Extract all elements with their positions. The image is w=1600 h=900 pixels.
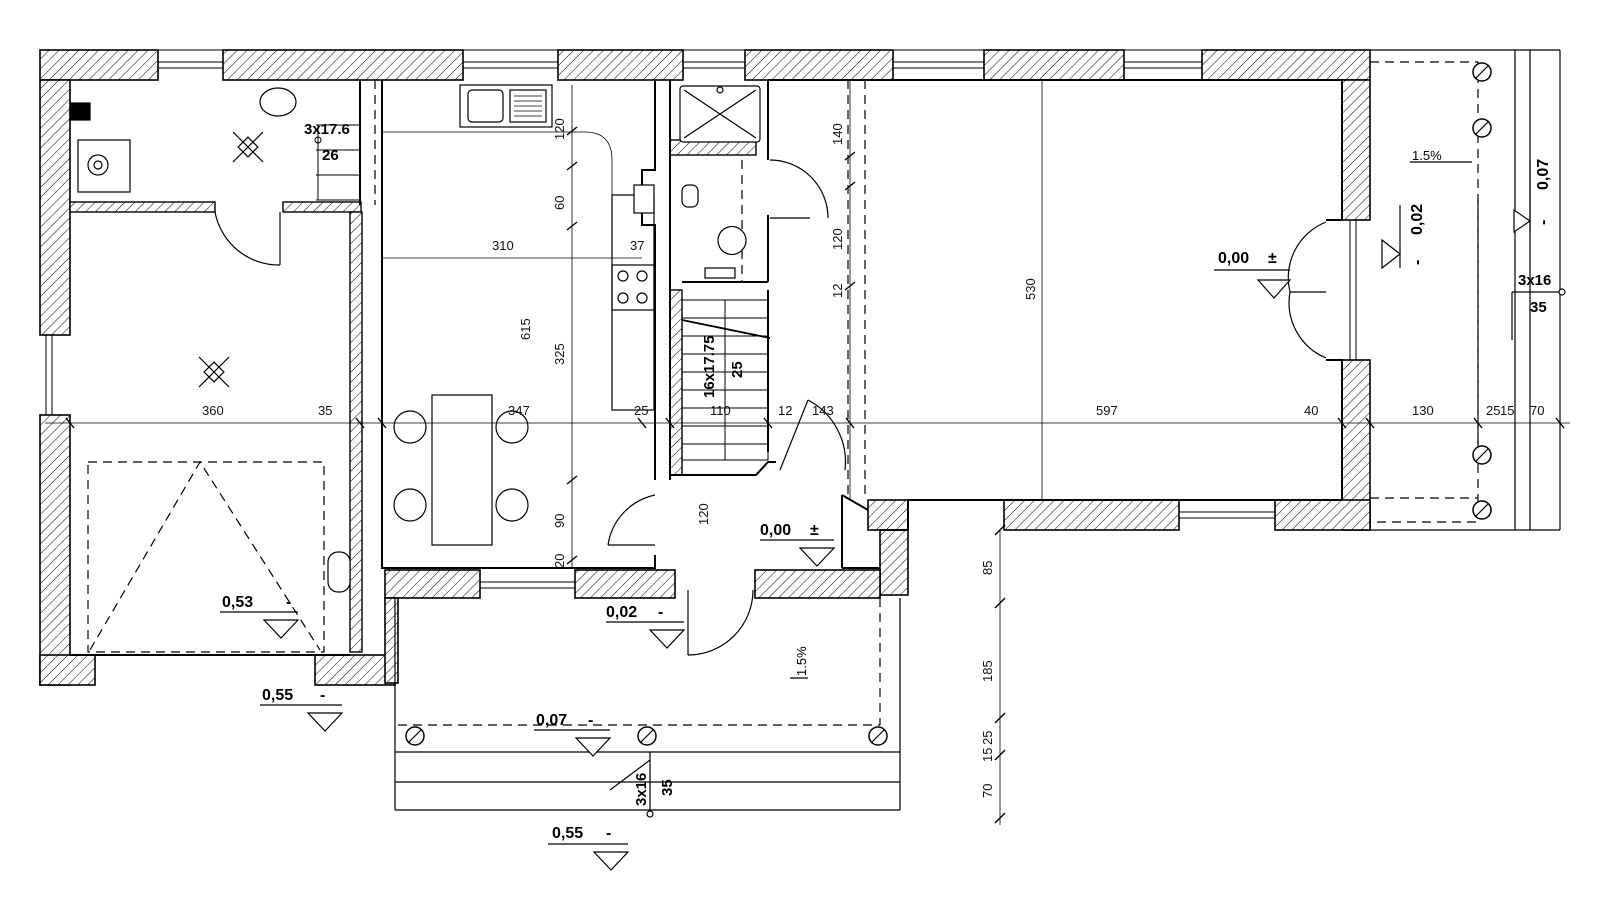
terrace-outlines <box>374 61 1479 726</box>
dimension-ticks <box>65 126 1565 824</box>
bathroom-fixtures <box>633 85 761 279</box>
stair-labels: 3x17.6 26 16x17.75 25 3x16 35 3x16 35 <box>304 121 1551 806</box>
slope-labels: 1.5% 1.5% <box>794 148 1442 676</box>
level-living: 0,00 <box>1218 250 1249 267</box>
dim-120c: 120 <box>696 503 711 525</box>
stair-front-count: 3x16 <box>633 773 650 806</box>
dim-110: 110 <box>710 403 731 418</box>
dim-90: 90 <box>552 514 567 528</box>
kitchen-fixtures <box>459 84 655 411</box>
dim-12h: 12 <box>778 403 792 418</box>
dim-310: 310 <box>492 238 514 253</box>
dim-25a: 25 <box>634 403 648 418</box>
level-living-sign: ± <box>1268 250 1277 267</box>
dim-20: 20 <box>552 554 567 568</box>
door-swings <box>214 159 1327 656</box>
dim-37: 37 <box>630 238 644 253</box>
level-labels: 0,00 ± 0,00 ± 0,02 - 0,53 - 0,55 - 0,07 … <box>222 159 1552 842</box>
stair-main-count: 16x17.75 <box>701 335 718 398</box>
level-terrace-side-sign: - <box>1535 220 1552 225</box>
dim-70a: 70 <box>1530 403 1544 418</box>
stair-arrows <box>609 161 1566 818</box>
dim-15b: 15 <box>980 748 995 762</box>
dim-60: 60 <box>552 196 567 210</box>
dimension-labels: 310 37 615 325 120 60 90 20 140 120 12 5… <box>202 118 1544 798</box>
stair-side-count: 3x16 <box>1518 272 1551 289</box>
dim-360: 360 <box>202 403 224 418</box>
stair-side-tread: 35 <box>1530 299 1547 316</box>
dim-25b: 25 <box>1486 403 1500 418</box>
interior-walls <box>69 139 757 653</box>
level-garage-out-sign: - <box>320 687 325 704</box>
level-side-door-sign: - <box>1409 260 1426 265</box>
dim-597: 597 <box>1096 403 1118 418</box>
stair-front-tread: 35 <box>659 779 676 796</box>
dimension-lines <box>45 80 1570 825</box>
dim-25c: 25 <box>980 731 995 745</box>
dim-185: 185 <box>980 660 995 682</box>
dim-140: 140 <box>830 123 845 145</box>
level-garage-out: 0,55 <box>262 687 293 704</box>
dim-12v: 12 <box>830 284 845 298</box>
terrace-edges <box>394 49 1561 811</box>
utility-fixtures <box>69 87 351 593</box>
level-garage: 0,53 <box>222 594 253 611</box>
level-front-bottom-sign: - <box>606 825 611 842</box>
level-terrace-front: 0,07 <box>536 712 567 729</box>
slope-side: 1.5% <box>1412 148 1442 163</box>
level-entry: 0,02 <box>606 604 637 621</box>
dim-120a: 120 <box>552 118 567 140</box>
stair-utility-tread: 26 <box>322 147 339 164</box>
dim-15a: 15 <box>1500 403 1514 418</box>
dim-70b: 70 <box>980 784 995 798</box>
dim-130: 130 <box>1412 403 1434 418</box>
stair-utility-count: 3x17.6 <box>304 121 350 138</box>
level-entry-sign: - <box>658 604 663 621</box>
exterior-walls <box>39 49 1371 686</box>
dim-143: 143 <box>812 403 834 418</box>
terrace-columns <box>405 62 1492 746</box>
dim-85: 85 <box>980 561 995 575</box>
dim-325: 325 <box>552 343 567 365</box>
garage-parking <box>87 460 325 653</box>
ceiling-lights <box>198 131 264 388</box>
dim-35: 35 <box>318 403 332 418</box>
dim-347: 347 <box>508 403 530 418</box>
dim-120b: 120 <box>830 228 845 250</box>
counter-outline <box>382 131 613 195</box>
slope-front: 1.5% <box>794 646 809 676</box>
level-front-bottom: 0,55 <box>552 825 583 842</box>
level-terrace-side: 0,07 <box>1535 159 1552 190</box>
stair-main <box>681 299 771 461</box>
dim-40: 40 <box>1304 403 1318 418</box>
window-frames <box>40 49 1370 589</box>
dining-table <box>393 394 529 546</box>
dim-530: 530 <box>1023 278 1038 300</box>
level-terrace-front-sign: - <box>588 712 593 729</box>
level-hall-sign: ± <box>810 522 819 539</box>
level-garage-sign: - <box>286 594 291 611</box>
level-hall: 0,00 <box>760 522 791 539</box>
dim-615: 615 <box>518 318 533 340</box>
stair-main-tread: 25 <box>729 361 746 378</box>
stair-utility <box>314 124 360 201</box>
level-side-door: 0,02 <box>1409 204 1426 235</box>
level-markers <box>220 160 1532 871</box>
